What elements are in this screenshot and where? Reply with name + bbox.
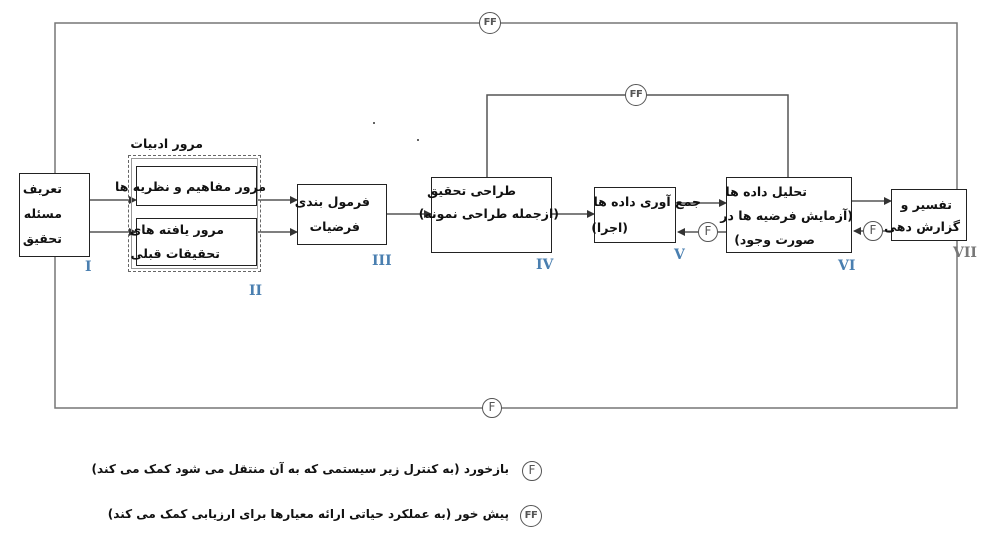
node-text-line: تعریف (22, 181, 62, 196)
node-text-line: فرمول بندی (294, 194, 370, 209)
feedforward-marker: FF (479, 12, 501, 34)
feedback-marker: F (698, 222, 718, 242)
node-text-line: (ازجمله طراحی نمونه) (418, 206, 559, 221)
node-text-line: مرور یافته های (129, 222, 224, 237)
node-data-collection: جمع آوری داده ها (اجرا) (591, 187, 701, 243)
numeral-VI: VI (838, 258, 856, 274)
outer-feedback-loop (54, 240, 958, 409)
node-text-line: مرور مفاهیم و نظریه ها (115, 179, 266, 194)
lit-review-inner-frame (131, 158, 258, 269)
numeral-VII: VII (953, 245, 977, 261)
feedback-marker: F (863, 221, 883, 241)
legend-feedback-symbol: F (522, 461, 542, 481)
numeral-V: V (674, 247, 685, 263)
node-text-line: تحقیقات قبلی (130, 246, 220, 261)
node-reporting: تفسیر و گزارش دهی (884, 189, 967, 241)
legend-feedforward-text: پیش خور (به عملکرد حیاتی ارائه معیارها ب… (107, 507, 509, 521)
node-findings-review: مرور یافته های تحقیقات قبلی (130, 218, 257, 266)
node-concepts-review: مرور مفاهیم و نظریه ها (115, 166, 266, 206)
stray-dot (417, 139, 419, 141)
node-define-problem: تعریف مسئله تحقیق (19, 173, 90, 257)
numeral-IV: IV (536, 257, 554, 273)
numeral-II: II (249, 283, 263, 299)
inner-feedforward-loop (486, 94, 789, 177)
outer-feedforward-loop (54, 22, 958, 190)
node-text-line: تفسیر و (900, 197, 952, 212)
node-text-line: صورت وجود) (734, 232, 815, 247)
lit-review-group (128, 155, 261, 272)
node-research-design: طراحی تحقیق (ازجمله طراحی نمونه) (419, 177, 559, 253)
node-text-line: گزارش دهی (884, 219, 960, 234)
lit-review-title: مرور ادبیات (130, 136, 203, 151)
node-text-line: تحقیق (22, 231, 62, 246)
node-data-analysis: تحلیل داده ها (آزمایش فرضیه ها در صورت و… (720, 177, 853, 253)
legend-feedforward-symbol: FF (520, 505, 542, 527)
node-text-line: (اجرا) (591, 220, 628, 235)
legend-feedback-text: بازخورد (به کنترل زیر سیستمی که به آن من… (91, 462, 509, 476)
node-text-line: مسئله (23, 206, 62, 221)
node-hypotheses: فرمول بندی فرضیات (294, 184, 387, 245)
numeral-III: III (372, 253, 392, 269)
node-text-line: تحلیل داده ها (725, 184, 807, 199)
node-text-line: فرضیات (309, 219, 360, 234)
node-text-line: (آزمایش فرضیه ها در (720, 208, 853, 223)
feedback-marker: F (482, 398, 502, 418)
stray-dot (373, 122, 375, 124)
node-text-line: طراحی تحقیق (427, 183, 516, 198)
feedforward-marker: FF (625, 84, 647, 106)
numeral-I: I (85, 259, 92, 275)
node-text-line: جمع آوری داده ها (593, 194, 701, 209)
